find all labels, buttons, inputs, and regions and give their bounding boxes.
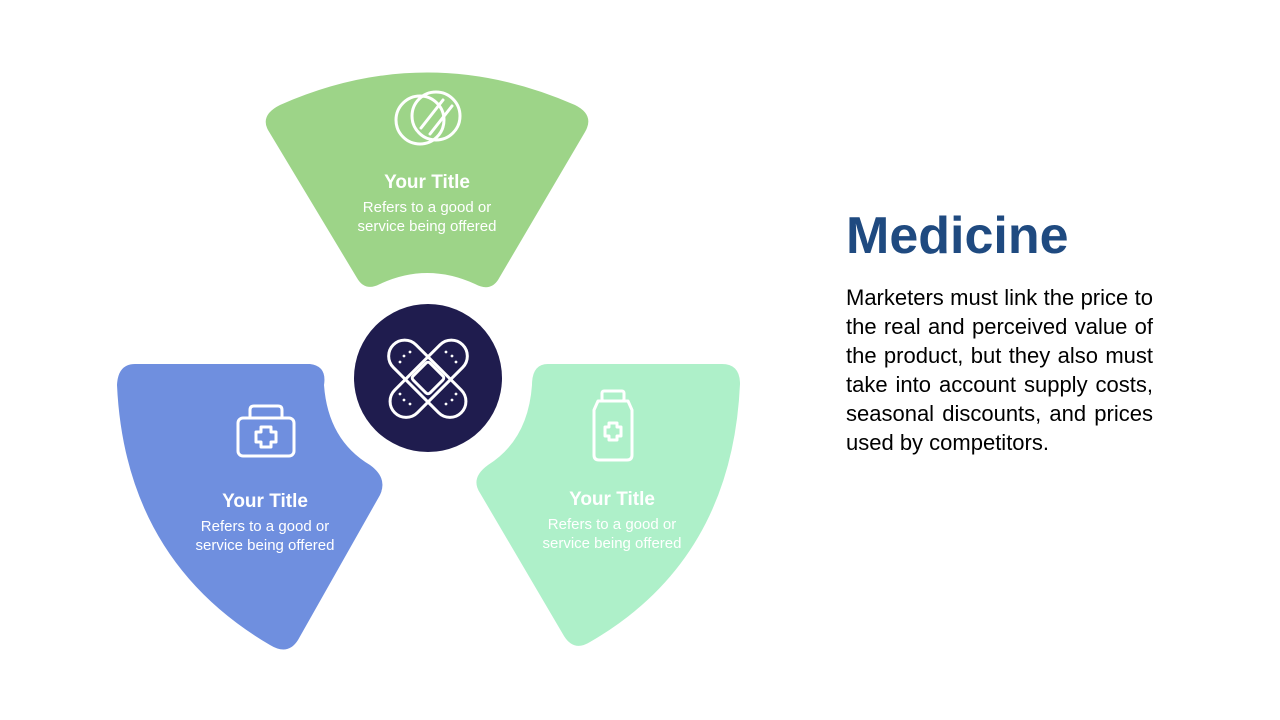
medicine-bottle-icon <box>592 389 634 462</box>
segment-top-desc-line1: Refers to a good or <box>363 199 491 216</box>
segment-left-title: Your Title <box>222 491 308 512</box>
side-panel: Medicine Marketers must link the price t… <box>846 205 1153 457</box>
segment-right-title: Your Title <box>569 489 655 510</box>
segment-top <box>265 72 589 288</box>
segment-top-desc-line2: service being offered <box>358 218 497 235</box>
center-circle <box>354 304 502 452</box>
segment-left-desc-line1: Refers to a good or <box>201 518 329 535</box>
pill-icon <box>394 90 462 146</box>
segment-right <box>476 364 740 646</box>
segment-right-desc-line1: Refers to a good or <box>548 516 676 533</box>
segment-left <box>117 364 383 650</box>
first-aid-kit-icon <box>236 404 296 458</box>
segment-right-desc-line2: service being offered <box>543 535 682 552</box>
segment-top-title: Your Title <box>384 172 470 193</box>
segment-left-desc-line2: service being offered <box>196 537 335 554</box>
bandage-icon <box>387 338 469 419</box>
panel-body: Marketers must link the price to the rea… <box>846 285 1153 455</box>
panel-title: Medicine <box>846 207 1069 265</box>
